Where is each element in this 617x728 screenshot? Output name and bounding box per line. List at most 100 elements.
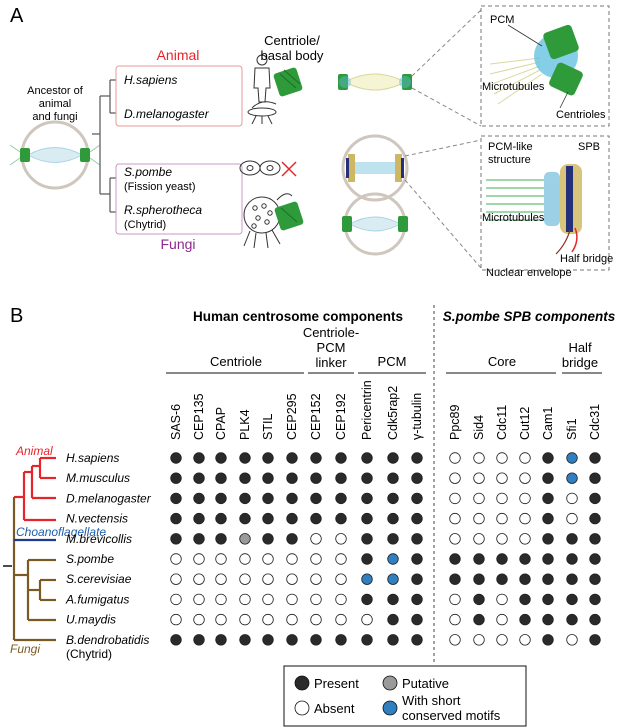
dot-u-maydis-cep295: [286, 613, 298, 626]
dot-m-brevicollis-cep135: [193, 533, 205, 545]
dot-u-maydis-cdc31: [589, 613, 601, 626]
dot-m-musculus-cut12: [519, 472, 531, 484]
dot-h-sapiens-cep192: [335, 452, 347, 464]
dot-s-cerevisiae-cep295: [286, 573, 298, 585]
dot-s-pombe-cut12: [519, 553, 531, 565]
legend-putative-label: Putative: [402, 676, 449, 691]
dot-b-dendrobatidis-cdc31: [589, 634, 601, 646]
dot-u-maydis-cep192: [335, 613, 347, 626]
dot-u-maydis-cam1: [542, 613, 554, 626]
dot-b-dendrobatidis-cep192: [335, 634, 347, 646]
dot-u-maydis-stil: [262, 613, 274, 626]
subgroup-pcm: PCM: [378, 354, 407, 369]
subgroup-linker-3: linker: [315, 355, 347, 370]
subgroup-core: Core: [488, 354, 516, 369]
column-header-tubulin: γ-tubulin: [410, 393, 424, 440]
species-a-spombe-sub: (Fission yeast): [124, 181, 196, 193]
label-pcm-like-2: structure: [488, 154, 531, 166]
column-header-sas-6: SAS-6: [169, 404, 183, 440]
dot-s-cerevisiae-cdk5rap2: [387, 573, 399, 585]
dot-s-cerevisiae-stil: [262, 573, 274, 585]
dot-m-musculus-sas-6: [170, 472, 182, 484]
centrosome-zoom-box: [480, 5, 610, 127]
dot-a-fumigatus-pericentrin: [361, 593, 373, 606]
dot-s-pombe-pericentrin: [361, 553, 373, 565]
zoom-connectors: [404, 9, 482, 269]
dot-u-maydis-cdk5rap2: [387, 613, 399, 626]
dot-m-musculus-sid4: [473, 472, 485, 484]
dot-b-dendrobatidis-pericentrin: [361, 634, 373, 646]
column-header-pericentrin: Pericentrin: [360, 380, 374, 440]
dot-h-sapiens-tubulin: [411, 452, 423, 464]
centriole-icon-animal: [273, 67, 303, 97]
dot-m-brevicollis-tubulin: [411, 533, 423, 545]
species-label-d-melanogaster: D.melanogaster: [66, 491, 152, 505]
dot-n-vectensis-cdk5rap2: [387, 512, 399, 525]
dot-s-cerevisiae-sfi1: [566, 573, 578, 585]
dot-m-brevicollis-cam1: [542, 533, 554, 545]
dot-n-vectensis-cut12: [519, 512, 531, 525]
ancestor-cell-icon: [9, 120, 101, 190]
fly-icon: [247, 101, 277, 125]
dot-u-maydis-cep152: [310, 613, 322, 626]
tree-label-fungi: Fungi: [10, 642, 40, 656]
dot-s-pombe-cdc31: [589, 553, 601, 565]
species-a-rspherotheca-sub: (Chytrid): [124, 219, 166, 231]
ancestor-label-3: and fungi: [32, 111, 77, 123]
species-label-s-pombe: S.pombe: [66, 552, 114, 566]
dot-a-fumigatus-cep152: [310, 593, 322, 606]
dot-h-sapiens-cpap: [215, 452, 227, 464]
legend-absent-dot: [294, 700, 310, 716]
species-label-n-vectensis: N.vectensis: [66, 512, 128, 526]
species-label-b-dendrobatidis: B.dendrobatidis: [66, 633, 149, 647]
dot-s-pombe-sas-6: [170, 553, 182, 565]
dot-s-cerevisiae-cep152: [310, 573, 322, 585]
species-label-u-maydis: U.maydis: [66, 613, 116, 627]
dot-m-musculus-plk4: [239, 472, 251, 484]
dot-u-maydis-ppc89: [449, 613, 461, 626]
dot-n-vectensis-cpap: [215, 512, 227, 525]
dot-b-dendrobatidis-cdc11: [496, 634, 508, 646]
ancestor-label-1: Ancestor of: [27, 85, 84, 97]
dot-d-melanogaster-sid4: [473, 492, 485, 505]
dot-s-pombe-ppc89: [449, 553, 461, 565]
dot-d-melanogaster-cep192: [335, 492, 347, 505]
dot-u-maydis-sfi1: [566, 613, 578, 626]
dot-h-sapiens-cdc31: [589, 452, 601, 464]
dot-s-pombe-cpap: [215, 553, 227, 565]
dot-m-musculus-cdc11: [496, 472, 508, 484]
dot-m-musculus-sfi1: [566, 472, 578, 484]
spb-components-title: S.pombe SPB components: [443, 309, 616, 324]
species-label-m-brevicollis: M.brevicollis: [66, 532, 132, 546]
subgroup-linker-2: PCM: [317, 340, 346, 355]
column-header-cpap: CPAP: [214, 407, 228, 440]
dot-u-maydis-tubulin: [411, 613, 423, 626]
legend-putative-dot: [382, 675, 398, 691]
legend-motif-label-2: conserved motifs: [402, 708, 501, 723]
dot-h-sapiens-ppc89: [449, 452, 461, 464]
dot-b-dendrobatidis-cep152: [310, 634, 322, 646]
dot-d-melanogaster-plk4: [239, 492, 251, 505]
dot-n-vectensis-sfi1: [566, 512, 578, 525]
tree-label-animal: Animal: [15, 444, 53, 458]
dot-m-brevicollis-cep192: [335, 533, 347, 545]
panel-a: A Ancestor of animal and fungi: [9, 5, 613, 279]
dot-s-pombe-stil: [262, 553, 274, 565]
dot-b-dendrobatidis-cep295: [286, 634, 298, 646]
dot-n-vectensis-tubulin: [411, 512, 423, 525]
dot-n-vectensis-cep152: [310, 512, 322, 525]
column-header-cep152: CEP152: [309, 393, 323, 440]
species-label-m-musculus: M.musculus: [66, 471, 130, 485]
subgroup-centriole: Centriole: [210, 354, 262, 369]
dot-b-dendrobatidis-cpap: [215, 634, 227, 646]
dot-a-fumigatus-cdc31: [589, 593, 601, 606]
dot-n-vectensis-ppc89: [449, 512, 461, 525]
dot-s-cerevisiae-cdc31: [589, 573, 601, 585]
dot-n-vectensis-pericentrin: [361, 512, 373, 525]
dot-b-dendrobatidis-cam1: [542, 634, 554, 646]
dot-m-musculus-cdc31: [589, 472, 601, 484]
column-header-cam1: Cam1: [541, 407, 555, 440]
dot-n-vectensis-sas-6: [170, 512, 182, 525]
